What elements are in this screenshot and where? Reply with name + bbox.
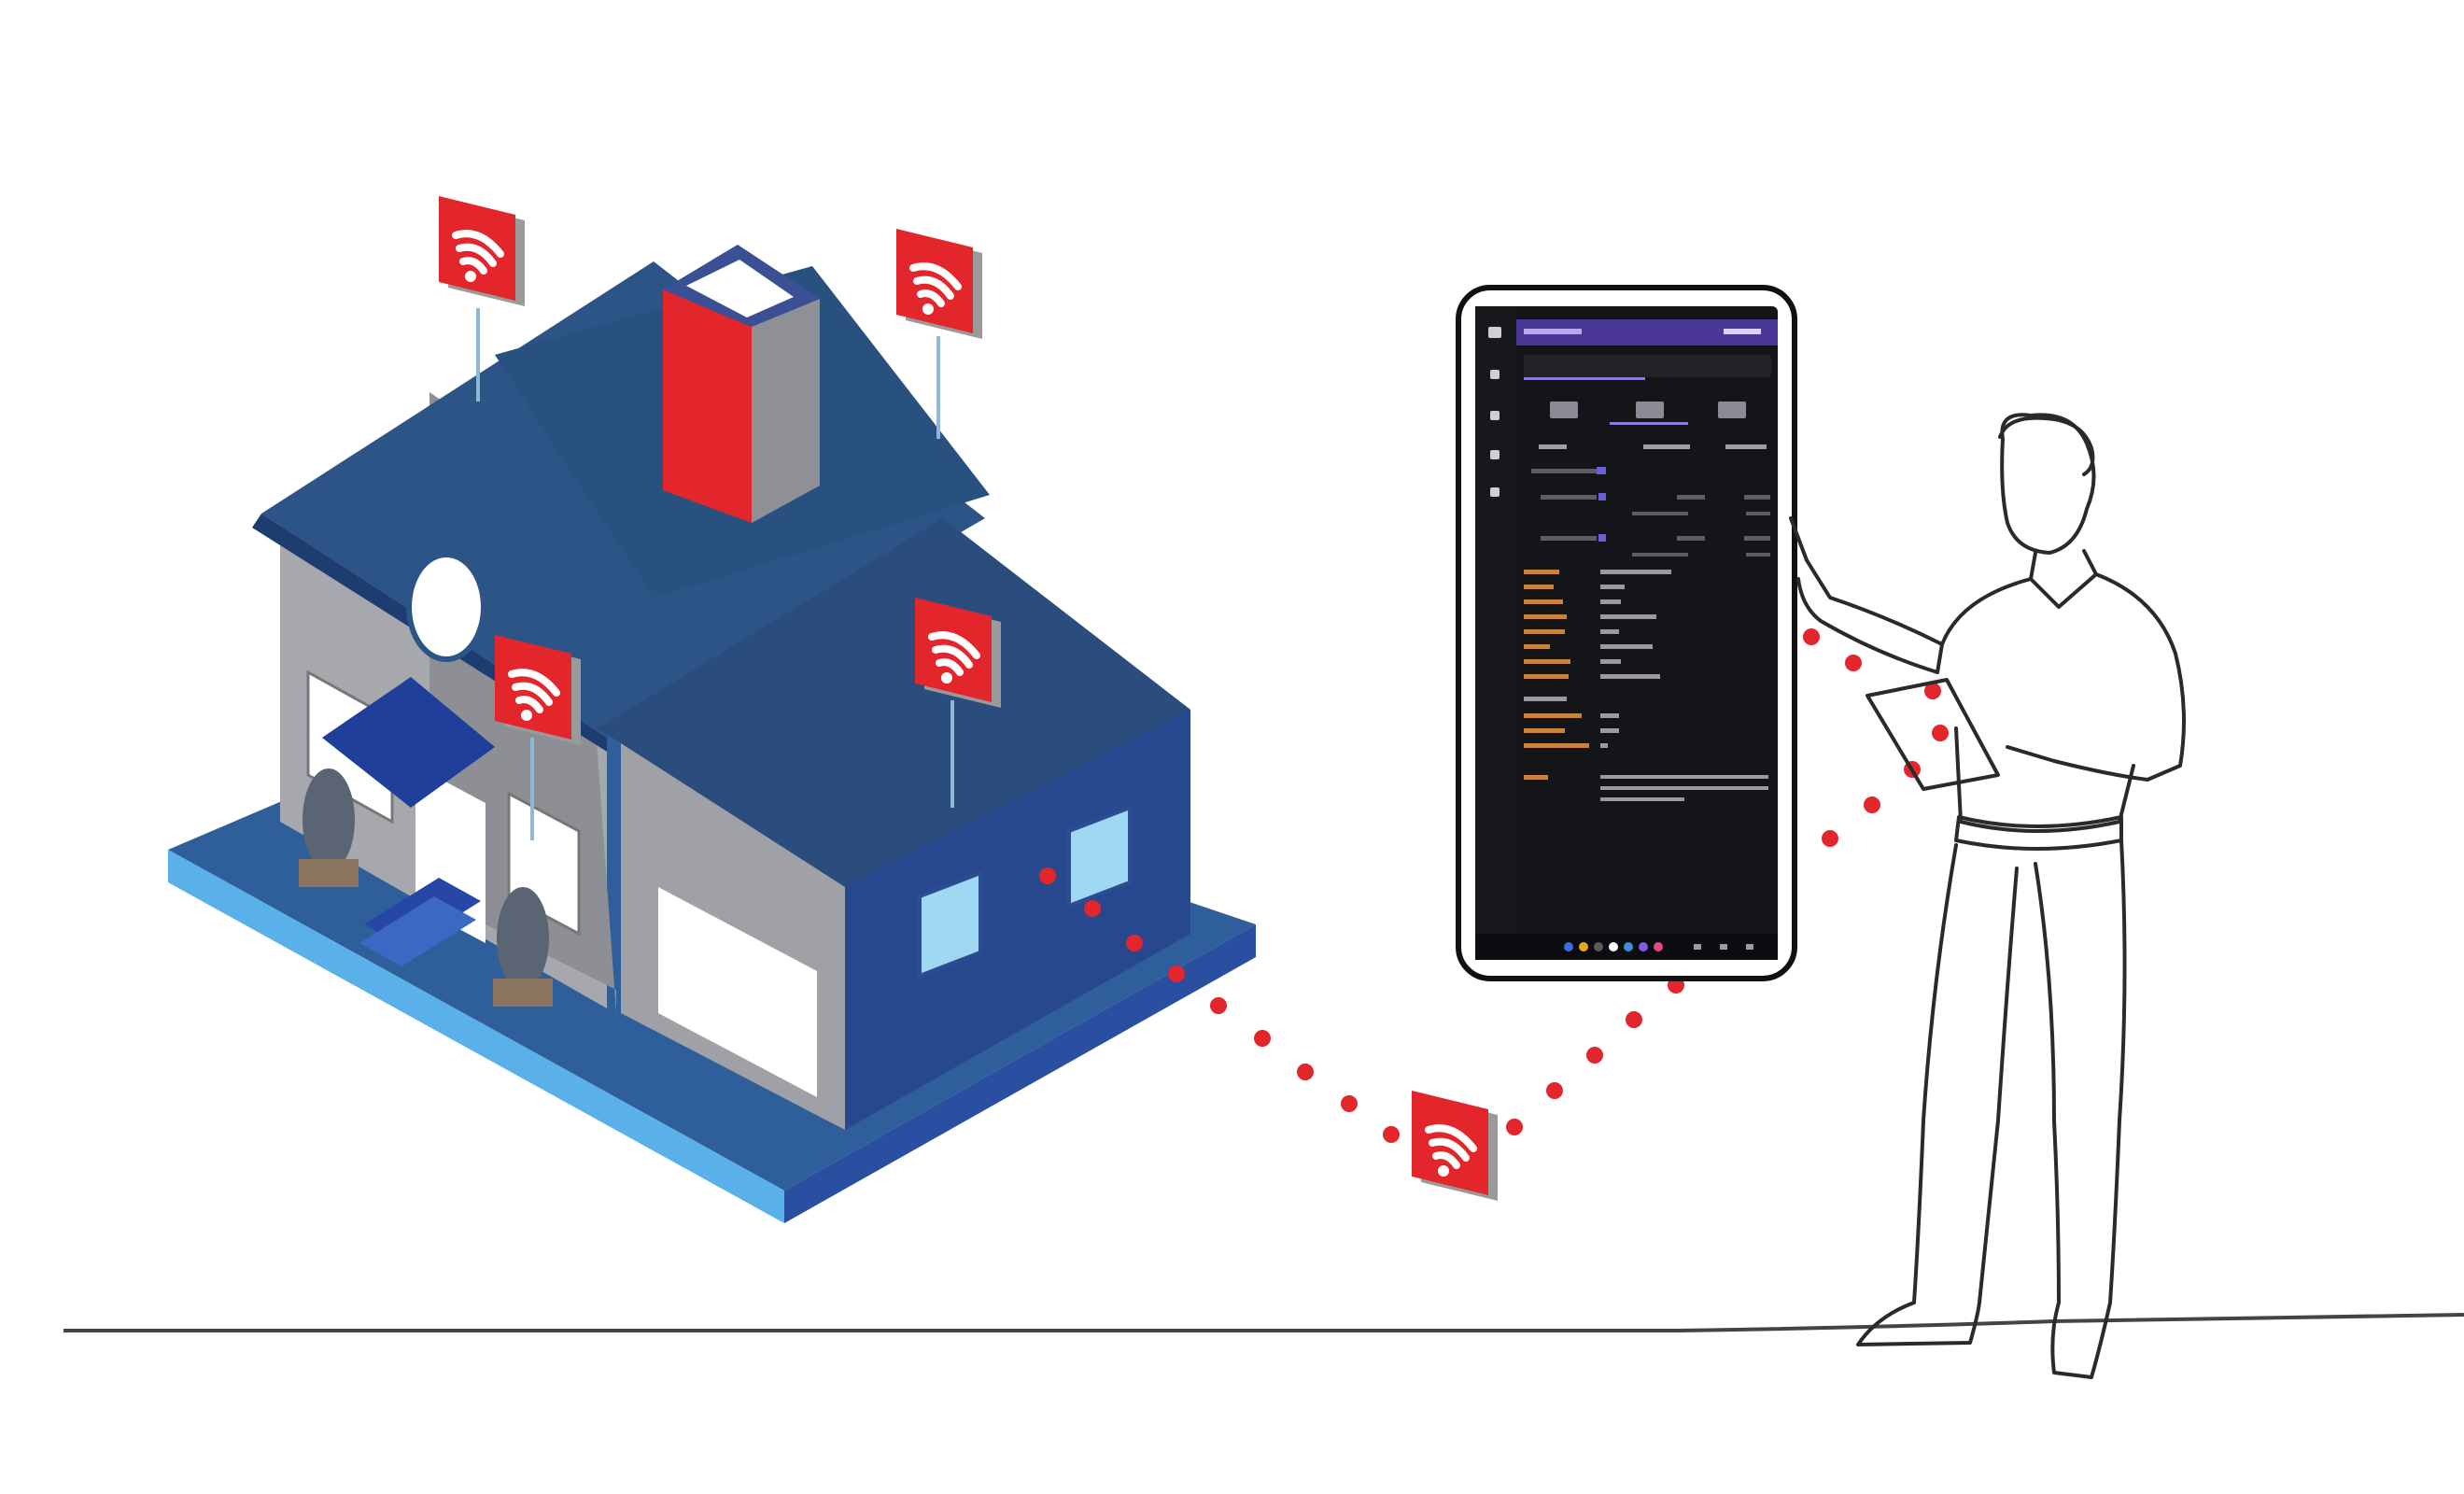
signal-dot — [1586, 1047, 1603, 1064]
person-right-shoe — [2050, 1301, 2112, 1379]
header-action-stub — [1724, 329, 1761, 334]
tablet-table-header — [1539, 444, 1767, 449]
side-window-2 — [1067, 805, 1132, 909]
tablet-device — [1456, 285, 1797, 981]
person-belt — [1954, 815, 2123, 851]
signal-dot — [1084, 900, 1101, 917]
garage-door — [658, 887, 817, 1097]
person-illustration — [1789, 413, 2186, 1379]
signal-dot — [1932, 725, 1949, 741]
wifi-badge-4 — [915, 598, 1001, 808]
garage-roof — [598, 518, 1190, 887]
person-clipboard — [1866, 678, 2000, 791]
signal-dot — [1383, 1126, 1400, 1143]
wifi-badge-2 — [896, 229, 982, 439]
person-inner-leg — [1978, 862, 2061, 1304]
person-torso — [1936, 572, 2186, 782]
ground-line — [63, 1313, 2464, 1332]
house-base-right — [784, 924, 1256, 1223]
nav-rail-icons — [1488, 327, 1501, 497]
signal-dot — [1039, 867, 1056, 884]
person-right-leg — [2108, 839, 2127, 1304]
signal-dot — [1845, 655, 1862, 671]
signal-dot — [1822, 830, 1838, 847]
chimney-side — [752, 299, 820, 523]
front-steps-lower — [359, 896, 476, 966]
signal-dot — [1864, 796, 1880, 813]
signal-dot — [1546, 1082, 1563, 1099]
signal-dot — [1168, 965, 1185, 982]
signal-dot — [1506, 1119, 1523, 1135]
signal-dot — [1297, 1064, 1314, 1080]
tablet-nav-rail — [1475, 306, 1516, 960]
shrub-left — [303, 768, 355, 871]
tablet-tabs — [1550, 402, 1746, 425]
person-left-leg — [1912, 843, 1958, 1304]
signal-dot — [1924, 683, 1941, 699]
person-left-shoe — [1856, 1301, 1981, 1346]
person-right-arm — [2006, 745, 2149, 782]
person-collar — [2029, 549, 2098, 609]
person-left-arm — [1805, 558, 1944, 674]
tablet-detail-rows — [1524, 570, 1768, 801]
person-shirt-bottom — [1954, 726, 2135, 833]
round-window — [406, 552, 486, 662]
wifi-badge-5 — [1412, 1091, 1498, 1201]
side-window-1 — [918, 870, 982, 979]
chimney-opening — [686, 260, 794, 317]
signal-dot — [1803, 628, 1820, 645]
signal-dot — [1341, 1095, 1358, 1112]
tablet-list-rows — [1531, 467, 1770, 557]
shrub-right — [497, 887, 549, 990]
wifi-badge-3 — [495, 635, 581, 840]
tablet-dock — [1475, 934, 1778, 960]
planter-left — [299, 859, 359, 887]
header-title-stub — [1524, 329, 1582, 334]
door-awning — [322, 677, 495, 808]
house-icon — [168, 245, 1256, 1223]
signal-dot — [1254, 1030, 1271, 1047]
person-pointing-hand — [1789, 516, 1823, 623]
signal-dot — [1626, 1011, 1642, 1028]
person-hair — [1998, 416, 2095, 476]
planter-right — [493, 979, 553, 1007]
house-base-left — [168, 850, 784, 1223]
tablet-search-bar — [1524, 355, 1771, 377]
signal-dot — [1210, 997, 1227, 1014]
chimney-front — [663, 289, 752, 523]
signal-dot — [1126, 935, 1143, 951]
wifi-badge-1 — [439, 196, 525, 402]
signal-path — [1039, 628, 1949, 1143]
search-underline — [1524, 377, 1645, 380]
person-head — [2000, 413, 2096, 555]
